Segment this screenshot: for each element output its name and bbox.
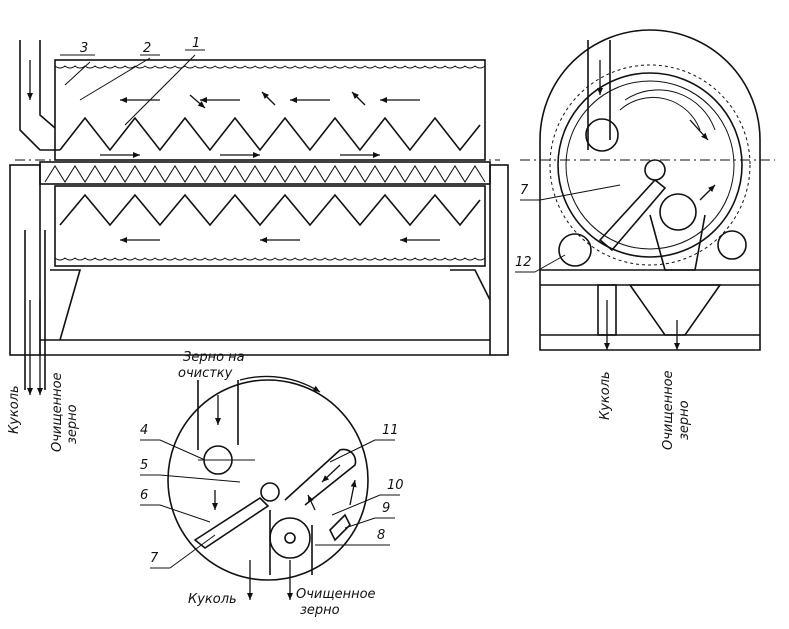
detail-drum xyxy=(167,379,369,581)
label-kukol-left: Куколь xyxy=(7,385,22,434)
lower-auger xyxy=(59,193,481,227)
callout-1: 1 xyxy=(192,36,200,51)
callout-end-7: 7 xyxy=(520,183,529,198)
callout-detail-5: 5 xyxy=(140,458,148,473)
label-clean-grain-bottom-2: зерно xyxy=(300,603,340,618)
callout-detail-10: 10 xyxy=(387,478,404,493)
label-kukol-right: Куколь xyxy=(598,371,613,420)
callout-detail-4: 4 xyxy=(140,423,148,438)
inlet-hopper xyxy=(19,40,60,151)
callout-2: 2 xyxy=(143,41,151,56)
callout-detail-6: 6 xyxy=(140,488,148,503)
label-grain-in-2: очистку xyxy=(178,366,233,381)
callout-detail-7: 7 xyxy=(150,551,159,566)
callout-end-12: 12 xyxy=(515,255,532,270)
detail-auger-roller xyxy=(269,517,311,559)
label-grain-in-1: Зерно на xyxy=(183,350,245,365)
label-clean-grain-left-2: зерно xyxy=(65,404,80,444)
callout-3: 3 xyxy=(80,41,88,56)
upper-cylinder xyxy=(54,59,486,161)
upper-auger xyxy=(59,116,481,152)
end-hopper xyxy=(628,284,722,336)
end-housing xyxy=(539,29,761,351)
end-drum xyxy=(557,72,743,258)
right-frame xyxy=(489,164,509,356)
callout-detail-9: 9 xyxy=(382,501,390,516)
label-clean-grain-right-2: зерно xyxy=(677,400,692,440)
label-kukol-bottom: Куколь xyxy=(188,592,237,607)
callout-detail-11: 11 xyxy=(382,423,399,438)
label-clean-grain-bottom-1: Очищенное xyxy=(296,587,376,602)
label-clean-grain-left-1: Очищенное xyxy=(50,372,65,452)
lower-cylinder xyxy=(54,185,486,267)
callout-detail-8: 8 xyxy=(377,528,385,543)
label-clean-grain-right-1: Очищенное xyxy=(661,370,676,450)
detail-view: 4 5 6 7 11 10 9 8 Зерно на очистку Кукол… xyxy=(140,350,404,618)
detail-chute xyxy=(193,496,270,549)
end-view: 7 12 Куколь Очищенное зерно xyxy=(515,29,775,450)
side-view: 3 2 1 Куколь Очищенное зерно xyxy=(7,36,509,452)
